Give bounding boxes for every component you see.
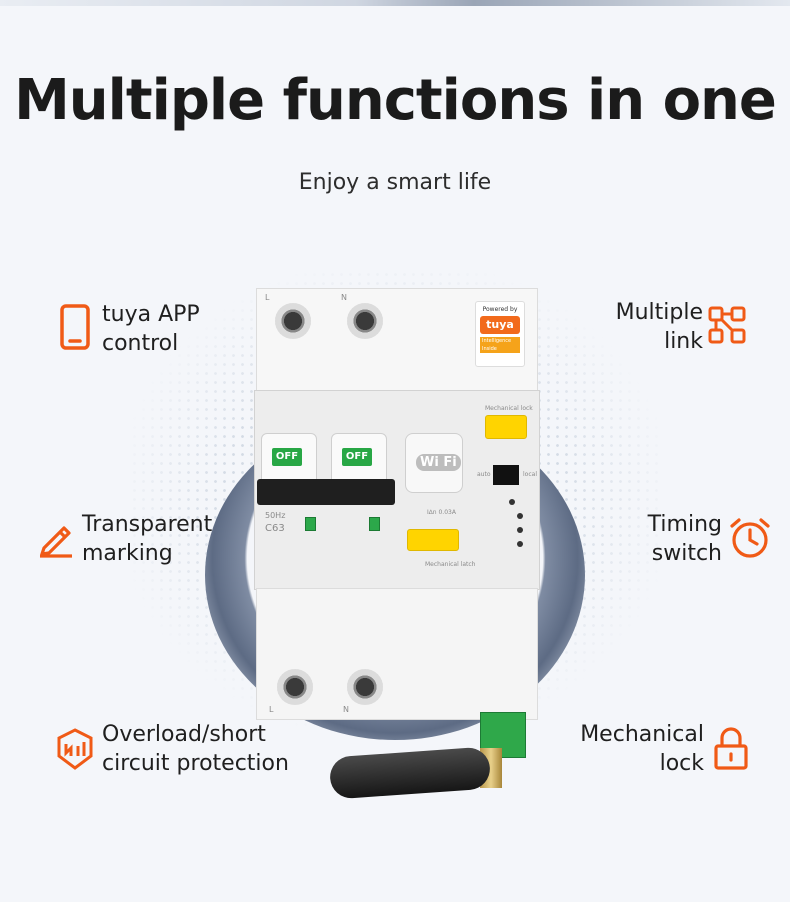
pencil-icon [36, 518, 76, 558]
feature-tuya-line2: control [102, 331, 179, 356]
led-fault [517, 541, 523, 547]
bottom-terminal-l: L [269, 705, 274, 714]
bottom-screw-n [347, 669, 383, 705]
badge-tag-text: Intelligence Inside [480, 337, 520, 353]
feature-tuya-line1: tuya APP [102, 302, 200, 327]
breaker-bottom-section: L N [256, 588, 538, 720]
smartphone-icon [60, 304, 90, 350]
network-link-icon [708, 306, 746, 344]
feature-over-line2: circuit protection [102, 751, 289, 776]
freq-label: 50Hz [265, 511, 286, 520]
shield-current-icon [56, 728, 94, 770]
led-resetting [509, 499, 515, 505]
bottom-terminal-n: N [343, 705, 349, 714]
mechanical-latch [407, 529, 459, 551]
badge-powered-text: Powered by [482, 306, 518, 313]
green-indicator-2 [369, 517, 380, 531]
alarm-clock-icon [728, 516, 772, 560]
rating-label: C63 [265, 523, 285, 534]
mode-switch [493, 465, 519, 485]
mech-lock-label: Mechanical lock [485, 405, 533, 412]
feature-multi-line2: link [664, 329, 703, 354]
led-warn [517, 527, 523, 533]
handle-tie-bar [257, 479, 395, 505]
feature-multi-line1: Multiple [615, 300, 703, 325]
bottom-screw-l [277, 669, 313, 705]
feature-timing-line1: Timing [647, 512, 722, 537]
badge-brand-text: tuya [480, 316, 520, 334]
green-indicator-1 [305, 517, 316, 531]
padlock-icon [712, 726, 750, 770]
mech-latch-label: Mechanical latch [425, 561, 476, 568]
feature-trans-line2: marking [82, 541, 173, 566]
local-label: local [523, 471, 537, 478]
feature-over-line1: Overload/short [102, 722, 266, 747]
top-screw-n [347, 303, 383, 339]
smart-breaker-image: L N Powered by tuya Intelligence Inside … [254, 288, 542, 720]
mechanical-lock-button [485, 415, 527, 439]
off-indicator-1: OFF [272, 448, 302, 466]
feature-mech-line2: lock [659, 751, 704, 776]
leak-rating-label: I∆n 0.03A [427, 509, 456, 516]
tuya-badge: Powered by tuya Intelligence Inside [475, 301, 525, 367]
breaker-middle-section: OFF OFF Wi Fi Mechanical lock auto local… [254, 390, 540, 590]
top-decor-bar [0, 0, 790, 6]
feature-mech-line1: Mechanical [580, 722, 704, 747]
terminal-l-label: L [265, 293, 270, 302]
top-screw-l [275, 303, 311, 339]
page-title: Multiple functions in one [14, 68, 777, 133]
wifi-label: Wi Fi [416, 454, 461, 471]
wifi-module: Wi Fi [405, 433, 463, 493]
led-state [517, 513, 523, 519]
breaker-top-section: L N Powered by tuya Intelligence Inside [256, 288, 538, 400]
terminal-n-label: N [341, 293, 347, 302]
antenna [328, 746, 492, 800]
feature-trans-line1: Transparent [82, 512, 213, 537]
feature-timing-line2: switch [651, 541, 722, 566]
off-indicator-2: OFF [342, 448, 372, 466]
page-subtitle: Enjoy a smart life [298, 170, 492, 195]
auto-label: auto [477, 471, 491, 478]
